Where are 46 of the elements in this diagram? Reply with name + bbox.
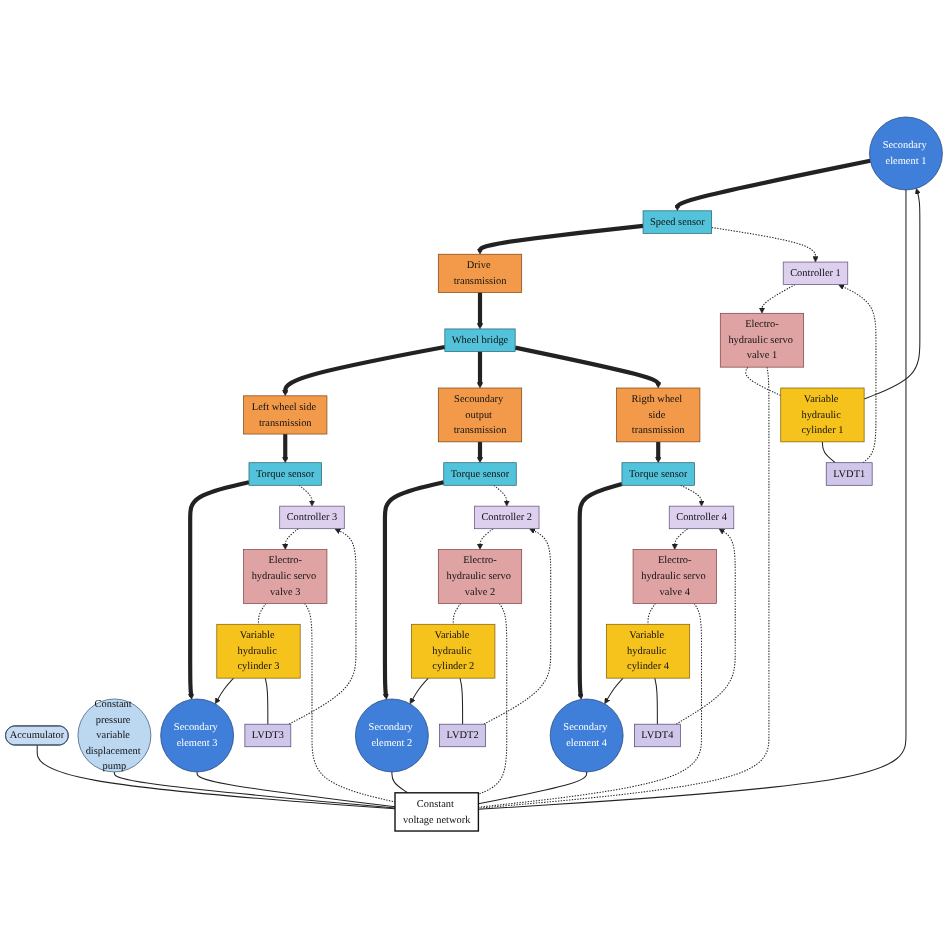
arrow bbox=[577, 482, 623, 700]
arrow bbox=[476, 351, 484, 389]
connector bbox=[304, 602, 396, 803]
connector bbox=[745, 366, 782, 397]
arrow bbox=[282, 434, 289, 463]
connector bbox=[647, 602, 656, 625]
arrow bbox=[382, 480, 445, 700]
arrow bbox=[863, 188, 921, 400]
arrow bbox=[758, 284, 796, 314]
connector bbox=[477, 366, 770, 809]
arrow bbox=[476, 292, 484, 330]
connector bbox=[477, 602, 703, 808]
arrow bbox=[674, 158, 871, 212]
connector bbox=[459, 677, 464, 725]
arrow bbox=[214, 677, 235, 705]
arrow bbox=[187, 480, 250, 700]
connector bbox=[477, 602, 508, 795]
arrow bbox=[476, 528, 494, 550]
connector bbox=[477, 189, 907, 810]
connector bbox=[477, 771, 588, 805]
connector bbox=[264, 677, 269, 725]
arrow bbox=[838, 284, 877, 464]
connector bbox=[452, 602, 462, 625]
arrow bbox=[288, 528, 357, 725]
arrow bbox=[282, 344, 446, 397]
arrow bbox=[655, 441, 662, 463]
connector bbox=[196, 771, 396, 808]
arrow bbox=[671, 528, 689, 550]
connector bbox=[391, 771, 409, 794]
arrow bbox=[282, 528, 299, 550]
arrow bbox=[476, 441, 484, 463]
connector bbox=[257, 602, 267, 625]
arrow bbox=[298, 484, 316, 507]
arrow bbox=[680, 484, 705, 507]
arrow bbox=[604, 677, 624, 705]
connector bbox=[113, 771, 396, 809]
arrow bbox=[476, 223, 644, 255]
arrow bbox=[514, 345, 662, 389]
connector bbox=[821, 441, 836, 464]
arrow bbox=[675, 528, 736, 725]
arrow bbox=[711, 226, 819, 263]
arrow bbox=[483, 528, 552, 725]
arrow bbox=[493, 484, 510, 507]
arrow bbox=[409, 677, 429, 705]
connector bbox=[36, 744, 396, 810]
connector bbox=[654, 677, 658, 725]
